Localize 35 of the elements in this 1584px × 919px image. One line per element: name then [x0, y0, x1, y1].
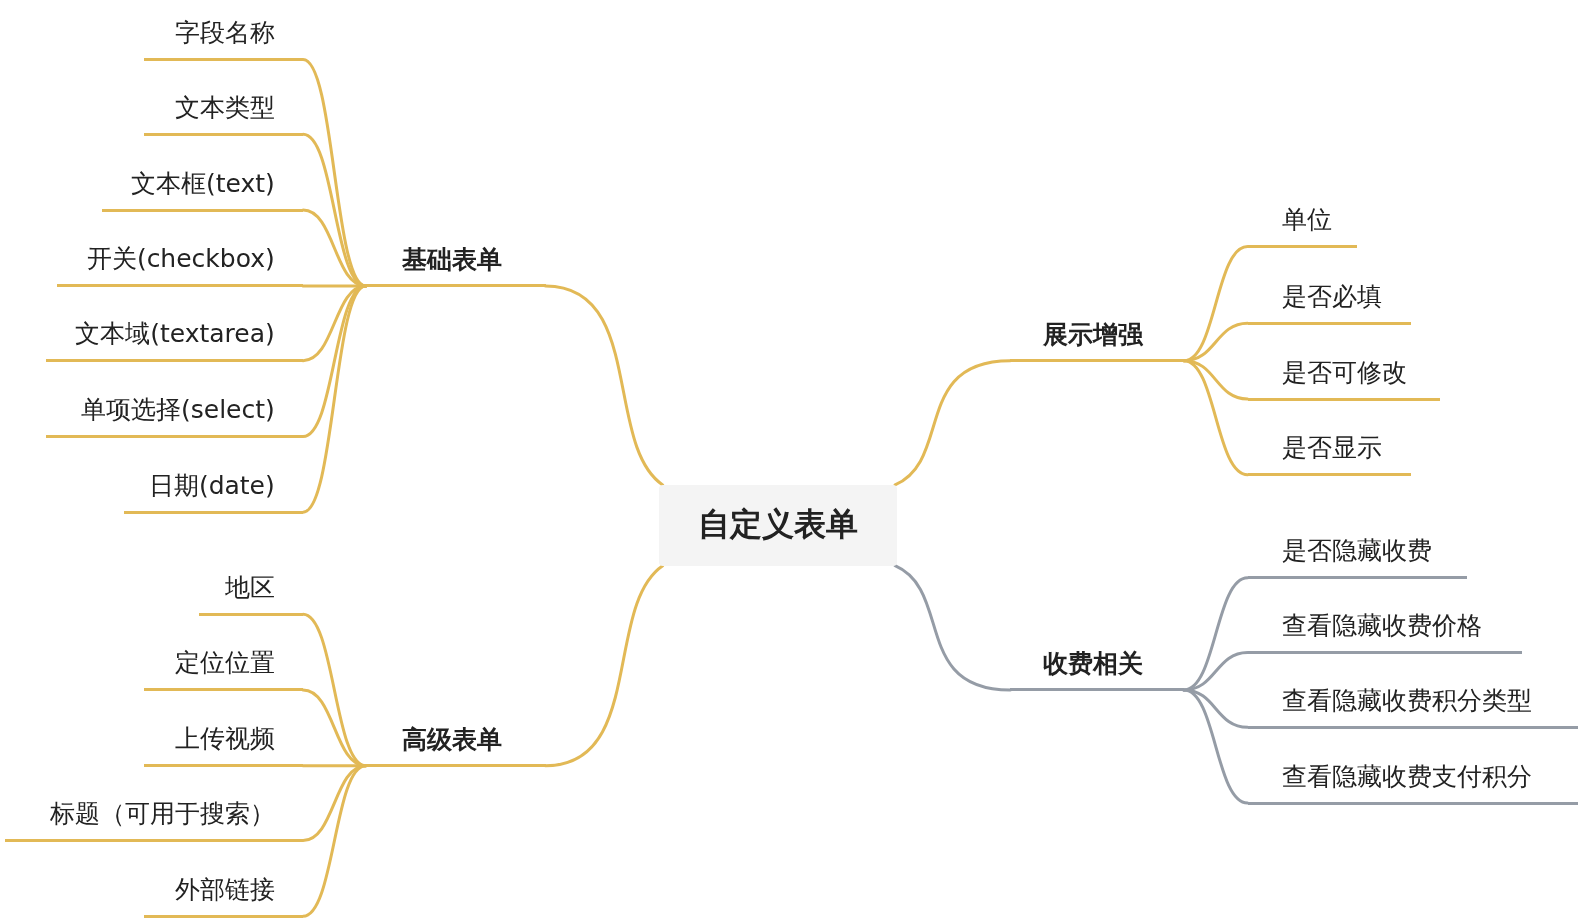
branch-line	[544, 564, 665, 768]
subtopic: 单项选择(select)	[46, 387, 304, 438]
subtopic: 字段名称	[144, 11, 304, 62]
subtopic: 文本类型	[144, 85, 304, 136]
subtopic: 单位	[1247, 198, 1357, 248]
subtopic: 是否显示	[1247, 426, 1412, 477]
branch-topic: 收费相关	[1010, 643, 1184, 692]
branch-line	[893, 564, 1012, 692]
subtopic: 标题（可用于搜索）	[5, 792, 304, 842]
subtopic: 开关(checkbox)	[56, 237, 304, 288]
subtopic: 是否隐藏收费	[1247, 529, 1467, 580]
subtopic: 是否可修改	[1247, 350, 1440, 401]
branch-topic: 高级表单	[365, 719, 546, 768]
branch-line	[301, 284, 368, 514]
branch-line	[893, 359, 1012, 487]
subtopic: 查看隐藏收费积分类型	[1247, 678, 1578, 729]
subtopic: 文本框(text)	[102, 161, 304, 212]
subtopic: 是否必填	[1247, 274, 1412, 325]
subtopic: 文本域(textarea)	[46, 312, 304, 363]
branch-topic: 展示增强	[1010, 314, 1184, 363]
branch-line	[301, 764, 368, 918]
subtopic: 日期(date)	[124, 463, 304, 514]
branch-line	[301, 284, 368, 288]
branch-topic: 基础表单	[365, 239, 546, 288]
subtopic: 上传视频	[144, 717, 304, 768]
subtopic: 外部链接	[144, 867, 304, 918]
branch-line	[544, 284, 665, 487]
subtopic: 查看隐藏收费价格	[1247, 604, 1523, 655]
branch-line	[1182, 651, 1250, 692]
branch-line	[1182, 359, 1250, 477]
topic-box: 自定义表单	[658, 484, 898, 566]
subtopic: 地区	[199, 565, 304, 616]
subtopic: 定位位置	[144, 641, 304, 692]
branch-line	[1182, 688, 1250, 805]
subtopic: 查看隐藏收费支付积分	[1247, 754, 1578, 805]
